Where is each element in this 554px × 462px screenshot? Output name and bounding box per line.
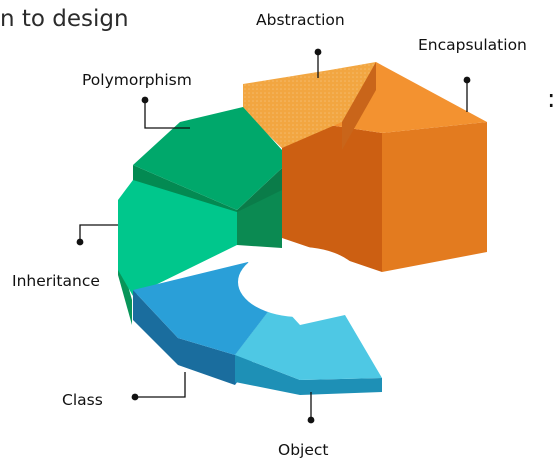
label-class: Class [62,391,103,409]
object-leader-dot [307,416,315,424]
heading-text-fragment: n to design [0,6,129,32]
segment-object [235,300,382,395]
label-encapsulation: Encapsulation [418,36,527,54]
class-leader-dot [131,393,139,401]
label-leaders [76,48,471,424]
label-object: Object [278,441,328,459]
segment-abstraction [243,62,376,150]
segment-inheritance-top [118,180,237,296]
label-inheritance: Inheritance [12,272,100,290]
abstraction-leader-dot [314,48,322,56]
polymorphism-leader-dot [141,96,149,104]
heading-trailing-colon: : [547,84,554,113]
ring-center-hole [238,247,362,317]
segment-inheritance [118,180,282,325]
segment-object-top [235,300,382,380]
encapsulation-leader-dot [463,76,471,84]
label-abstraction: Abstraction [256,11,345,29]
label-polymorphism: Polymorphism [82,71,192,89]
segment-polymorphism-top [133,107,282,210]
segment-encapsulation [282,62,487,272]
inheritance-leader-dot [76,238,84,246]
